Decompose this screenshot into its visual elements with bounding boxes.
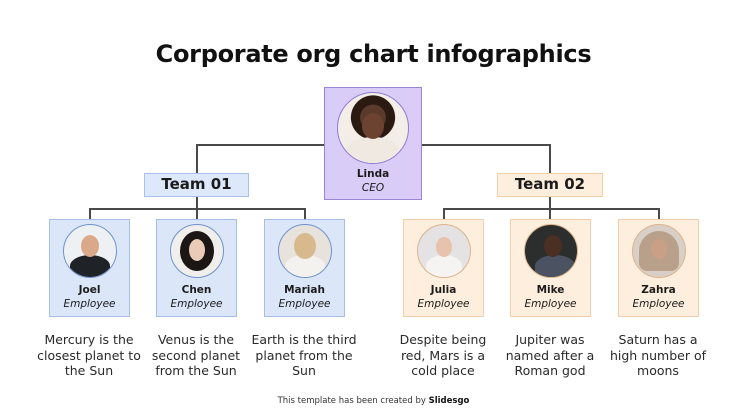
employee-name: Chen <box>181 284 212 296</box>
employee-name: Julia <box>430 284 457 296</box>
footer-brand-link[interactable]: Slidesgo <box>428 396 470 406</box>
team02-label-box: Team 02 <box>497 173 603 197</box>
employee-role: Employee <box>417 298 470 310</box>
joel-avatar-icon <box>62 224 117 278</box>
employee-name: Zahra <box>641 284 676 296</box>
page-title: Corporate org chart infographics <box>155 40 592 68</box>
team02-label: Team 02 <box>514 175 586 193</box>
description-julia: Despite being red, Mars is a cold place <box>399 332 487 378</box>
description-joel: Mercury is the closest planet to the Sun <box>37 332 141 378</box>
ceo-name: Linda <box>356 168 390 180</box>
ceo-role: CEO <box>361 182 385 194</box>
employee-name: Mike <box>536 284 565 296</box>
employee-card-chen: Chen Employee <box>156 219 237 317</box>
mariah-avatar-icon <box>277 224 332 278</box>
connector-team01-down <box>196 197 198 208</box>
chen-avatar-icon <box>169 224 224 278</box>
connector-team02-bar <box>443 208 659 210</box>
description-mike: Jupiter was named after a Roman god <box>505 332 595 378</box>
ceo-card: Linda CEO <box>324 87 422 200</box>
connector-julia <box>443 208 445 219</box>
julia-avatar-icon <box>416 224 471 278</box>
employee-card-mariah: Mariah Employee <box>264 219 345 317</box>
connector-joel <box>89 208 91 219</box>
employee-role: Employee <box>524 298 577 310</box>
connector-ceo-horizontal-left <box>196 144 324 146</box>
employee-name: Mariah <box>284 284 325 296</box>
footer-credit: This template has been created by Slides… <box>0 396 747 406</box>
team01-label-box: Team 01 <box>144 173 249 197</box>
employee-card-mike: Mike Employee <box>510 219 591 317</box>
connector-ceo-horizontal-right <box>422 144 550 146</box>
connector-chen <box>196 208 198 219</box>
employee-role: Employee <box>278 298 331 310</box>
connector-mike <box>549 208 551 219</box>
description-chen: Venus is the second planet from the Sun <box>151 332 241 378</box>
description-mariah: Earth is the third planet from the Sun <box>251 332 357 378</box>
ceo-avatar-icon <box>337 92 409 164</box>
employee-role: Employee <box>170 298 223 310</box>
employee-card-julia: Julia Employee <box>403 219 484 317</box>
zahra-avatar-icon <box>631 224 686 278</box>
footer-prefix: This template has been created by <box>277 396 429 406</box>
connector-team02-vertical <box>549 144 551 173</box>
employee-card-zahra: Zahra Employee <box>618 219 699 317</box>
connector-zahra <box>658 208 660 219</box>
connector-team02-down <box>549 197 551 208</box>
team01-label: Team 01 <box>161 175 232 193</box>
employee-card-joel: Joel Employee <box>49 219 130 317</box>
employee-name: Joel <box>78 284 101 296</box>
connector-team01-vertical <box>196 144 198 173</box>
mike-avatar-icon <box>523 224 578 278</box>
connector-mariah <box>304 208 306 219</box>
description-zahra: Saturn has a high number of moons <box>609 332 707 378</box>
employee-role: Employee <box>632 298 685 310</box>
employee-role: Employee <box>63 298 116 310</box>
